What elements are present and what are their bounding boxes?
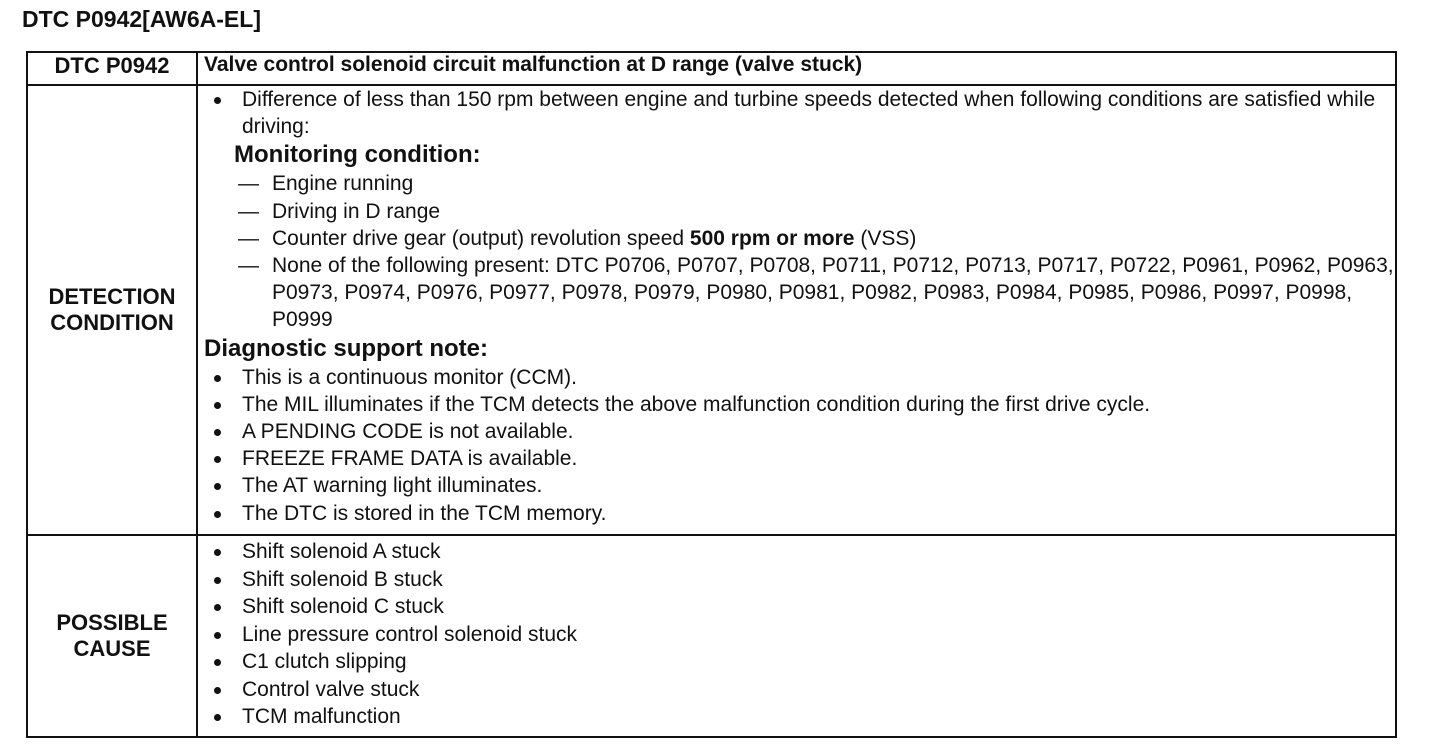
header-row: DTC P0942 Valve control solenoid circuit… — [26, 51, 1397, 86]
page-title: DTC P0942[AW6A-EL] — [22, 6, 261, 32]
detection-intro-bullet: Difference of less than 150 rpm between … — [204, 86, 1395, 140]
cause-content-cell: Shift solenoid A stuck Shift solenoid B … — [196, 534, 1397, 738]
monitoring-item-2: Driving in D range — [204, 198, 1395, 225]
cause-item: C1 clutch slipping — [204, 648, 1395, 676]
cause-label-cell: POSSIBLE CAUSE — [26, 534, 198, 738]
support-note-6: The DTC is stored in the TCM memory. — [204, 500, 1395, 527]
detection-intro-list: Difference of less than 150 rpm between … — [204, 86, 1395, 140]
possible-cause-row: POSSIBLE CAUSE Shift solenoid A stuck Sh… — [26, 534, 1397, 738]
support-note-4: FREEZE FRAME DATA is available. — [204, 445, 1395, 472]
monitoring-item-3-threshold: 500 rpm or more — [689, 226, 855, 250]
possible-cause-list: Shift solenoid A stuck Shift solenoid B … — [204, 538, 1395, 731]
detection-row: DETECTION CONDITION Difference of less t… — [26, 84, 1397, 536]
diagnostic-support-list: This is a continuous monitor (CCM). The … — [204, 364, 1395, 527]
cause-item: Shift solenoid A stuck — [204, 538, 1395, 566]
monitoring-item-1: Engine running — [204, 170, 1395, 197]
detection-label-cell: DETECTION CONDITION — [26, 84, 198, 536]
detection-label-line2: CONDITION — [50, 310, 174, 335]
monitoring-item-3-prefix: Counter drive gear (output) revolution s… — [272, 226, 690, 250]
diagnostic-support-heading: Diagnostic support note: — [204, 334, 488, 362]
monitoring-item-3-suffix: (VSS) — [854, 226, 917, 250]
detection-label-line1: DETECTION — [48, 284, 176, 309]
monitoring-condition-heading: Monitoring condition: — [234, 141, 481, 169]
cause-item: Shift solenoid B stuck — [204, 566, 1395, 594]
dtc-table: DTC P0942 Valve control solenoid circuit… — [26, 51, 1397, 738]
cause-item: Control valve stuck — [204, 676, 1395, 704]
monitoring-condition-list: Engine running Driving in D range Counte… — [204, 170, 1395, 333]
support-note-3: A PENDING CODE is not available. — [204, 418, 1395, 445]
dtc-code-cell: DTC P0942 — [26, 51, 198, 86]
dtc-description-cell: Valve control solenoid circuit malfuncti… — [196, 51, 1397, 86]
detection-content-cell: Difference of less than 150 rpm between … — [196, 84, 1397, 536]
cause-item: Shift solenoid C stuck — [204, 593, 1395, 621]
cause-label-line1: POSSIBLE — [56, 610, 168, 635]
support-note-5: The AT warning light illuminates. — [204, 472, 1395, 499]
cause-item: TCM malfunction — [204, 703, 1395, 731]
cause-item: Line pressure control solenoid stuck — [204, 621, 1395, 649]
support-note-2: The MIL illuminates if the TCM detects t… — [204, 391, 1395, 418]
support-note-1: This is a continuous monitor (CCM). — [204, 364, 1395, 391]
monitoring-item-4: None of the following present: DTC P0706… — [204, 252, 1395, 334]
monitoring-item-3: Counter drive gear (output) revolution s… — [204, 225, 1395, 252]
cause-label-line2: CAUSE — [73, 636, 151, 661]
